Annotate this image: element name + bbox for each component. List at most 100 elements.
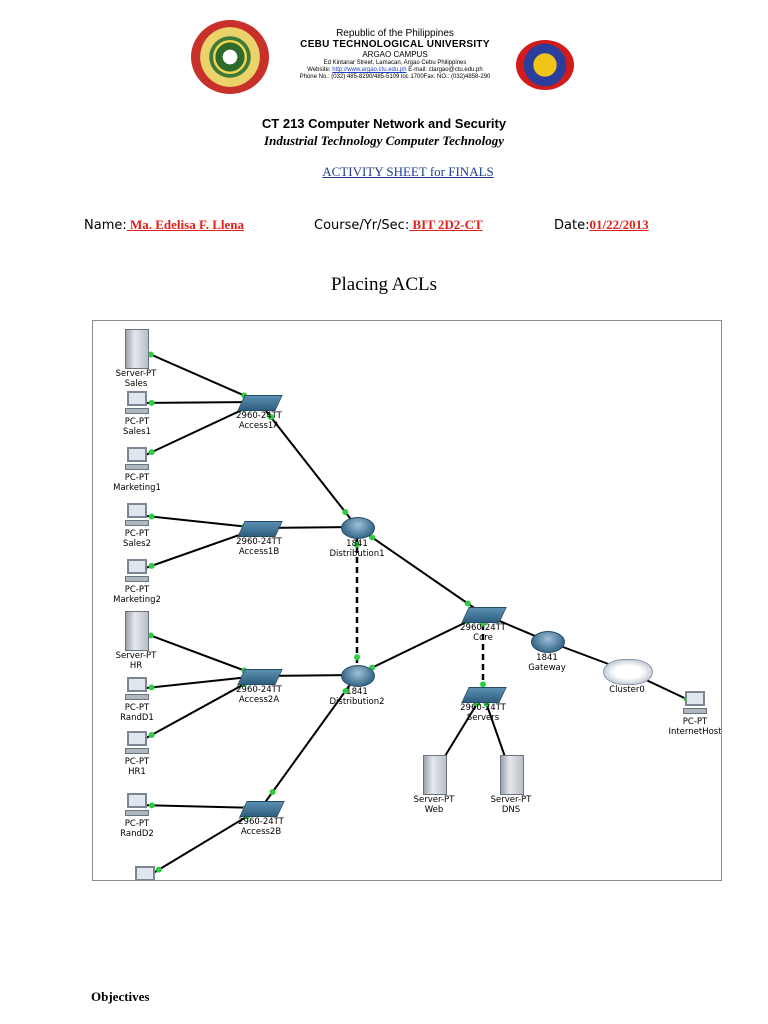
server-hr-model: Server-PT xyxy=(115,651,157,661)
link-status-dot xyxy=(342,687,349,694)
router-distribution2-name: Distribution2 xyxy=(329,697,385,707)
link-switch-access1a-router-distribution1 xyxy=(258,401,358,528)
pc-randd2-icon xyxy=(125,793,149,817)
course-label: Course/Yr/Sec: xyxy=(314,218,410,233)
switch-access2a-icon xyxy=(237,669,283,685)
name-value: Ma. Edelisa F. Llena xyxy=(126,217,244,232)
link-pc-randd2-switch-access2b xyxy=(136,804,262,809)
pc-hr1-icon xyxy=(125,731,149,755)
link-status-dot xyxy=(480,681,486,688)
website-label: Website: xyxy=(307,67,331,73)
switch-access1b-icon xyxy=(237,521,283,537)
website-link[interactable]: http://www.argao.ctu.edu.ph xyxy=(332,67,407,73)
pc-randd1-icon xyxy=(125,677,149,701)
link-server-hr-switch-access2a xyxy=(135,629,260,677)
router-gateway-icon xyxy=(531,631,565,653)
link-status-dot xyxy=(155,866,162,873)
date-field: Date:01/22/2013 xyxy=(554,217,649,233)
server-dns-name: DNS xyxy=(501,805,521,815)
server-web-name: Web xyxy=(424,805,444,815)
link-pc-hr1-switch-access2a xyxy=(136,675,260,744)
server-web-model: Server-PT xyxy=(413,795,455,805)
link-pc-partial-switch-access2b xyxy=(144,807,262,879)
link-server-sales-switch-access1a xyxy=(135,347,260,403)
link-pc-marketing1-switch-access1a xyxy=(136,401,260,460)
link-status-dot xyxy=(464,600,471,607)
switch-access2a-model: 2960-24TT xyxy=(236,685,282,695)
switch-core-icon xyxy=(461,607,507,623)
server-dns-icon xyxy=(500,755,524,795)
cloud-cluster0-label: Cluster0 xyxy=(609,685,645,695)
server-web-icon xyxy=(423,755,447,795)
link-status-dot xyxy=(354,654,360,661)
router-distribution1-model: 1841 xyxy=(346,539,368,549)
router-gateway-model: 1841 xyxy=(536,653,558,663)
link-status-dot xyxy=(148,802,155,809)
republic-text: Republic of the Philippines xyxy=(336,28,454,39)
phone-text: Phone No.: (032) 485-8290/485-5109 loc 1… xyxy=(299,74,491,80)
pc-partial-icon xyxy=(133,866,157,880)
pc-marketing2-model: PC-PT xyxy=(124,585,150,595)
link-status-dot xyxy=(342,509,349,515)
activity-title: ACTIVITY SHEET for FINALS xyxy=(0,164,768,180)
university-seal-logo xyxy=(191,20,269,94)
pc-randd1-model: PC-PT xyxy=(124,703,150,713)
link-status-dot xyxy=(148,449,155,456)
link-status-dot xyxy=(267,414,274,420)
pc-sales2-icon xyxy=(125,503,149,527)
switch-access1b-name: Access1B xyxy=(238,547,280,557)
switch-servers-icon xyxy=(461,687,507,703)
server-dns-model: Server-PT xyxy=(490,795,532,805)
pc-marketing1-icon xyxy=(125,447,149,471)
router-distribution2-model: 1841 xyxy=(346,687,368,697)
activity-title-text: ACTIVITY SHEET for FINALS xyxy=(322,164,494,179)
pc-marketing2-name: Marketing2 xyxy=(113,595,161,605)
pc-sales1-icon xyxy=(125,391,149,415)
server-hr-icon xyxy=(125,611,149,651)
pc-marketing1-name: Marketing1 xyxy=(113,483,161,493)
link-router-distribution2-switch-core xyxy=(356,613,484,676)
link-status-dot xyxy=(148,684,155,691)
email-text: E-mail: ctargao@ctu.edu.ph xyxy=(408,67,483,73)
switch-access2b-icon xyxy=(239,801,285,817)
server-hr-name: HR xyxy=(129,661,143,671)
server-sales-name: Sales xyxy=(124,379,148,389)
link-status-dot xyxy=(369,534,376,541)
router-distribution2-icon xyxy=(341,665,375,687)
switch-servers-name: Servers xyxy=(466,713,500,723)
link-pc-sales2-switch-access1b xyxy=(136,514,260,529)
switch-servers-model: 2960-24TT xyxy=(460,703,506,713)
program-title: Industrial Technology Computer Technolog… xyxy=(264,133,504,148)
link-switch-access2b-router-distribution2 xyxy=(260,674,358,809)
pc-randd2-name: RandD2 xyxy=(120,829,154,839)
name-field: Name: Ma. Edelisa F. Llena xyxy=(84,217,244,233)
router-distribution1-name: Distribution1 xyxy=(329,549,385,559)
switch-access2a-name: Access2A xyxy=(238,695,280,705)
pc-randd1-name: RandD1 xyxy=(120,713,154,723)
switch-access1b-model: 2960-24TT xyxy=(236,537,282,547)
link-status-dot xyxy=(147,632,154,639)
date-value: 01/22/2013 xyxy=(589,217,649,232)
link-status-dot xyxy=(269,789,276,796)
link-pc-randd1-switch-access2a xyxy=(136,675,260,690)
switch-access2b-model: 2960-24TT xyxy=(238,817,284,827)
